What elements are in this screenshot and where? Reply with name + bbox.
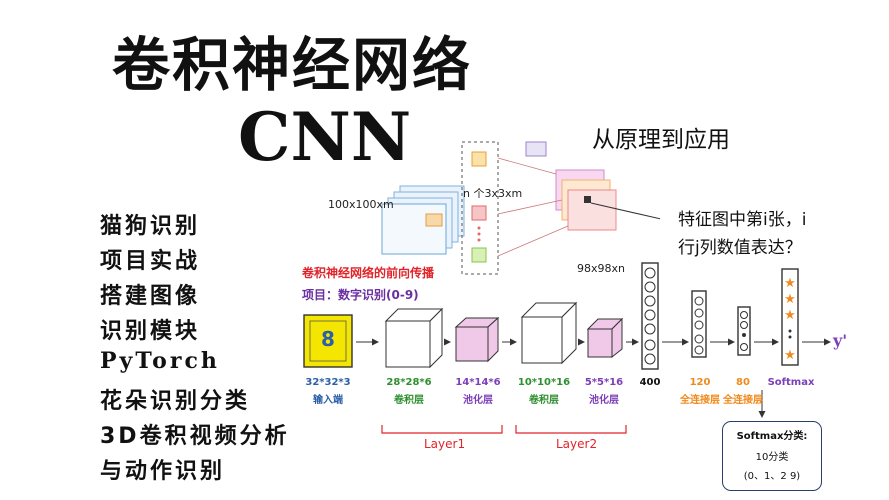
softmax-column: ★ ★ ★ ★	[781, 268, 799, 366]
input-size-label: 100x100xm	[328, 198, 394, 211]
topic-item: 搭建图像	[100, 284, 201, 309]
stage-dim: 32*32*3	[305, 377, 351, 388]
fc400-column	[641, 262, 659, 370]
star-icon: ★	[784, 308, 796, 323]
star-icon: ★	[784, 292, 796, 307]
output-size-label: 98x98xn	[577, 262, 625, 275]
stage-dim: 5*5*16	[584, 377, 624, 388]
stage-dim: 28*28*6	[386, 377, 432, 388]
input-image-inner	[309, 320, 347, 362]
stage-name: 池化层	[589, 395, 619, 406]
star-icon: ★	[784, 348, 796, 363]
output-feature-maps	[555, 169, 617, 231]
fc-name: 全连接层	[723, 395, 763, 406]
stage-name: 卷积层	[394, 395, 424, 406]
forward-title: 卷积神经网络的前向传播	[302, 266, 435, 280]
convolution-illustration	[381, 141, 660, 275]
conv2-cube	[520, 301, 578, 365]
softmax-label: Softmax	[767, 377, 815, 388]
kernel-cubes	[471, 151, 487, 263]
softmax-box-title: Softmax分类:	[736, 431, 808, 442]
project-label: 项目：数字识别(0-9)	[302, 288, 419, 302]
layer2-bracket	[515, 425, 627, 434]
network-diagram: ★ ★ ★ ★	[303, 262, 831, 434]
pool2-cube	[586, 317, 624, 359]
conv1-cube	[384, 307, 444, 369]
fc-dim: 400	[639, 377, 661, 388]
feature-question-line: 特征图中第i张，i	[678, 210, 807, 230]
softmax-info-box: Softmax分类: 10分类 (0、1、2 9)	[722, 421, 822, 491]
stage-name: 卷积层	[529, 395, 559, 406]
input-feature-maps	[381, 185, 465, 255]
softmax-box-line: 10分类	[755, 452, 789, 463]
topic-item: 项目实战	[100, 249, 201, 274]
layer1-bracket	[381, 425, 503, 434]
topic-item: 与动作识别	[100, 459, 226, 484]
kernel-group-outline	[461, 141, 499, 275]
input-digit: 8	[321, 327, 335, 351]
principle-subtitle: 从原理到应用	[592, 127, 730, 153]
stage-dim: 14*14*6	[455, 377, 501, 388]
fc-name: 全连接层	[680, 395, 720, 406]
fc120-column	[691, 290, 707, 358]
layer2-label: Layer2	[556, 437, 598, 451]
feature-question-line: 行j列数值表达？	[678, 238, 802, 258]
star-icon: ★	[784, 276, 796, 291]
topic-item: PyTorch	[100, 348, 220, 374]
output-symbol: y'	[833, 331, 848, 350]
stage-name: 池化层	[463, 395, 493, 406]
fc-dim: 120	[689, 377, 711, 388]
softmax-box-line: (0、1、2 9)	[743, 471, 801, 482]
topic-item: 3D卷积视频分析	[100, 424, 290, 449]
topic-item: 花朵识别分类	[100, 389, 251, 414]
feature-question: 特征图中第i张，i 行j列数值表达？	[678, 206, 806, 262]
layer1-label: Layer1	[424, 437, 466, 451]
topic-item: 猫狗识别	[100, 214, 201, 239]
stage-dim: 10*10*16	[517, 377, 571, 388]
stage-name: 输入端	[313, 395, 343, 406]
pool1-cube	[454, 316, 500, 363]
cnn-title: CNN	[238, 98, 412, 176]
kernel-count-label: n 个3x3xm	[463, 187, 523, 200]
main-title: 卷积神经网络	[112, 31, 473, 99]
fc-dim: 80	[736, 377, 750, 388]
fc80-column	[737, 306, 751, 356]
topic-item: 识别模块	[100, 319, 201, 344]
